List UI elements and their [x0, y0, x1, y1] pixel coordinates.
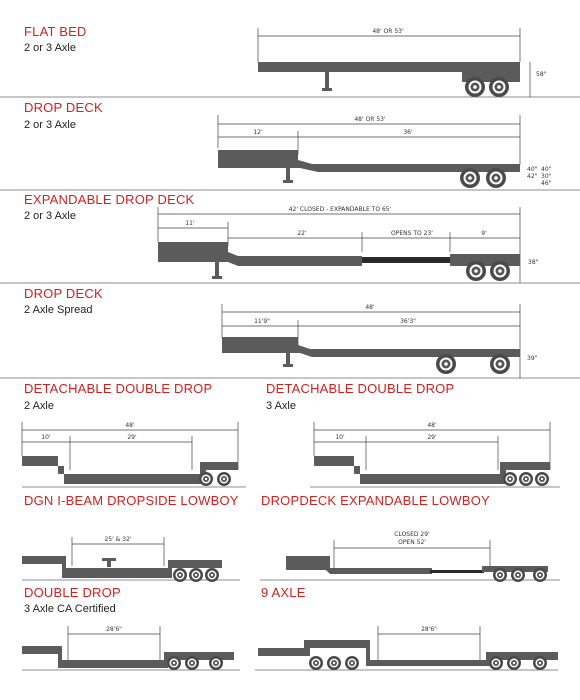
dd3-well: 29' — [427, 434, 437, 441]
dd2-front: 10' — [41, 434, 51, 441]
drop-deck-diagram: 48' OR 53' 12' 36' 40" 42" 46" 40" 30" — [217, 115, 552, 188]
expandable-drop-deck-title: EXPANDABLE DROP DECK — [24, 192, 195, 207]
flat-bed-diagram: 48' OR 53' 58" — [257, 28, 547, 97]
expandable-length: 42' CLOSED - EXPANDABLE TO 65' — [289, 206, 392, 213]
drop-deck-upper: 12' — [253, 129, 263, 136]
drop-deck-height-right-1: 40" — [541, 166, 552, 173]
drop-deck-lower: 36' — [403, 129, 413, 136]
double-drop-diagram: 28'6" — [22, 626, 234, 670]
detachable-double-drop-3-title: DETACHABLE DOUBLE DROP — [266, 381, 455, 396]
flat-bed-height: 58" — [536, 71, 547, 78]
drop-deck-title: DROP DECK — [24, 100, 103, 115]
drop-deck-spread-subtitle: 2 Axle Spread — [24, 304, 93, 316]
nine-axle-diagram: 28'6" — [258, 626, 558, 670]
drop-deck-spread-title: DROP DECK — [24, 286, 103, 301]
dgn-ibeam-diagram: 25' & 32' — [22, 536, 222, 582]
expandable-drop-deck-diagram: 42' CLOSED - EXPANDABLE TO 65' 11' 22' O… — [157, 206, 539, 283]
drop-deck-height-1: 40" — [527, 166, 538, 173]
double-drop-well: 28'6" — [106, 626, 122, 633]
drop-deck-spread-diagram: 48' 11'9" 36'3" 39" — [221, 304, 538, 378]
drop-deck-height-3: 46" — [541, 180, 552, 187]
expandable-rear: 9' — [481, 230, 487, 237]
expandable-upper: 11' — [185, 220, 195, 227]
dgn-ibeam-title: DGN I-BEAM DROPSIDE LOWBOY — [24, 493, 239, 508]
flat-bed-title: FLAT BED — [24, 24, 87, 39]
drop-deck-subtitle: 2 or 3 Axle — [24, 119, 76, 131]
drop-deck-height-2: 42" — [527, 173, 538, 180]
dd3-length: 48' — [427, 422, 437, 429]
detachable-double-drop-2-title: DETACHABLE DOUBLE DROP — [24, 381, 213, 396]
expandable-opens: OPENS TO 23' — [391, 230, 433, 237]
expandable-height: 38" — [528, 259, 539, 266]
expandable-drop-deck-subtitle: 2 or 3 Axle — [24, 210, 76, 222]
dd3-front: 10' — [335, 434, 345, 441]
drop-deck-length: 48' OR 53' — [354, 116, 386, 123]
dd2-length: 48' — [125, 422, 135, 429]
lowboy-open: OPEN 52' — [398, 539, 426, 546]
dropdeck-expandable-lowboy-diagram: CLOSED 29' OPEN 52' — [286, 531, 548, 582]
spread-height: 39" — [527, 355, 538, 362]
spread-upper: 11'9" — [254, 318, 270, 325]
expandable-mid: 22' — [297, 230, 307, 237]
dropdeck-expandable-lowboy-title: DROPDECK EXPANDABLE LOWBOY — [261, 493, 490, 508]
lowboy-closed: CLOSED 29' — [394, 531, 430, 538]
spread-length: 48' — [365, 304, 375, 311]
detachable-double-drop-3-subtitle: 3 Axle — [266, 400, 296, 412]
nine-axle-well: 28'6" — [421, 626, 437, 633]
spread-lower: 36'3" — [400, 318, 416, 325]
drop-deck-height-right-2: 30" — [541, 173, 552, 180]
double-drop-subtitle: 3 Axle CA Certified — [24, 603, 116, 615]
detachable-double-drop-3-diagram: 48' 10' 29' — [313, 422, 551, 486]
dd2-well: 29' — [127, 434, 137, 441]
nine-axle-title: 9 AXLE — [261, 585, 306, 600]
detachable-double-drop-2-diagram: 48' 10' 29' — [21, 422, 239, 486]
detachable-double-drop-2-subtitle: 2 Axle — [24, 400, 54, 412]
flat-bed-length: 48' OR 53' — [372, 28, 404, 35]
flat-bed-subtitle: 2 or 3 Axle — [24, 42, 76, 54]
double-drop-title: DOUBLE DROP — [24, 585, 121, 600]
ibeam-well: 25' & 32' — [104, 536, 131, 543]
